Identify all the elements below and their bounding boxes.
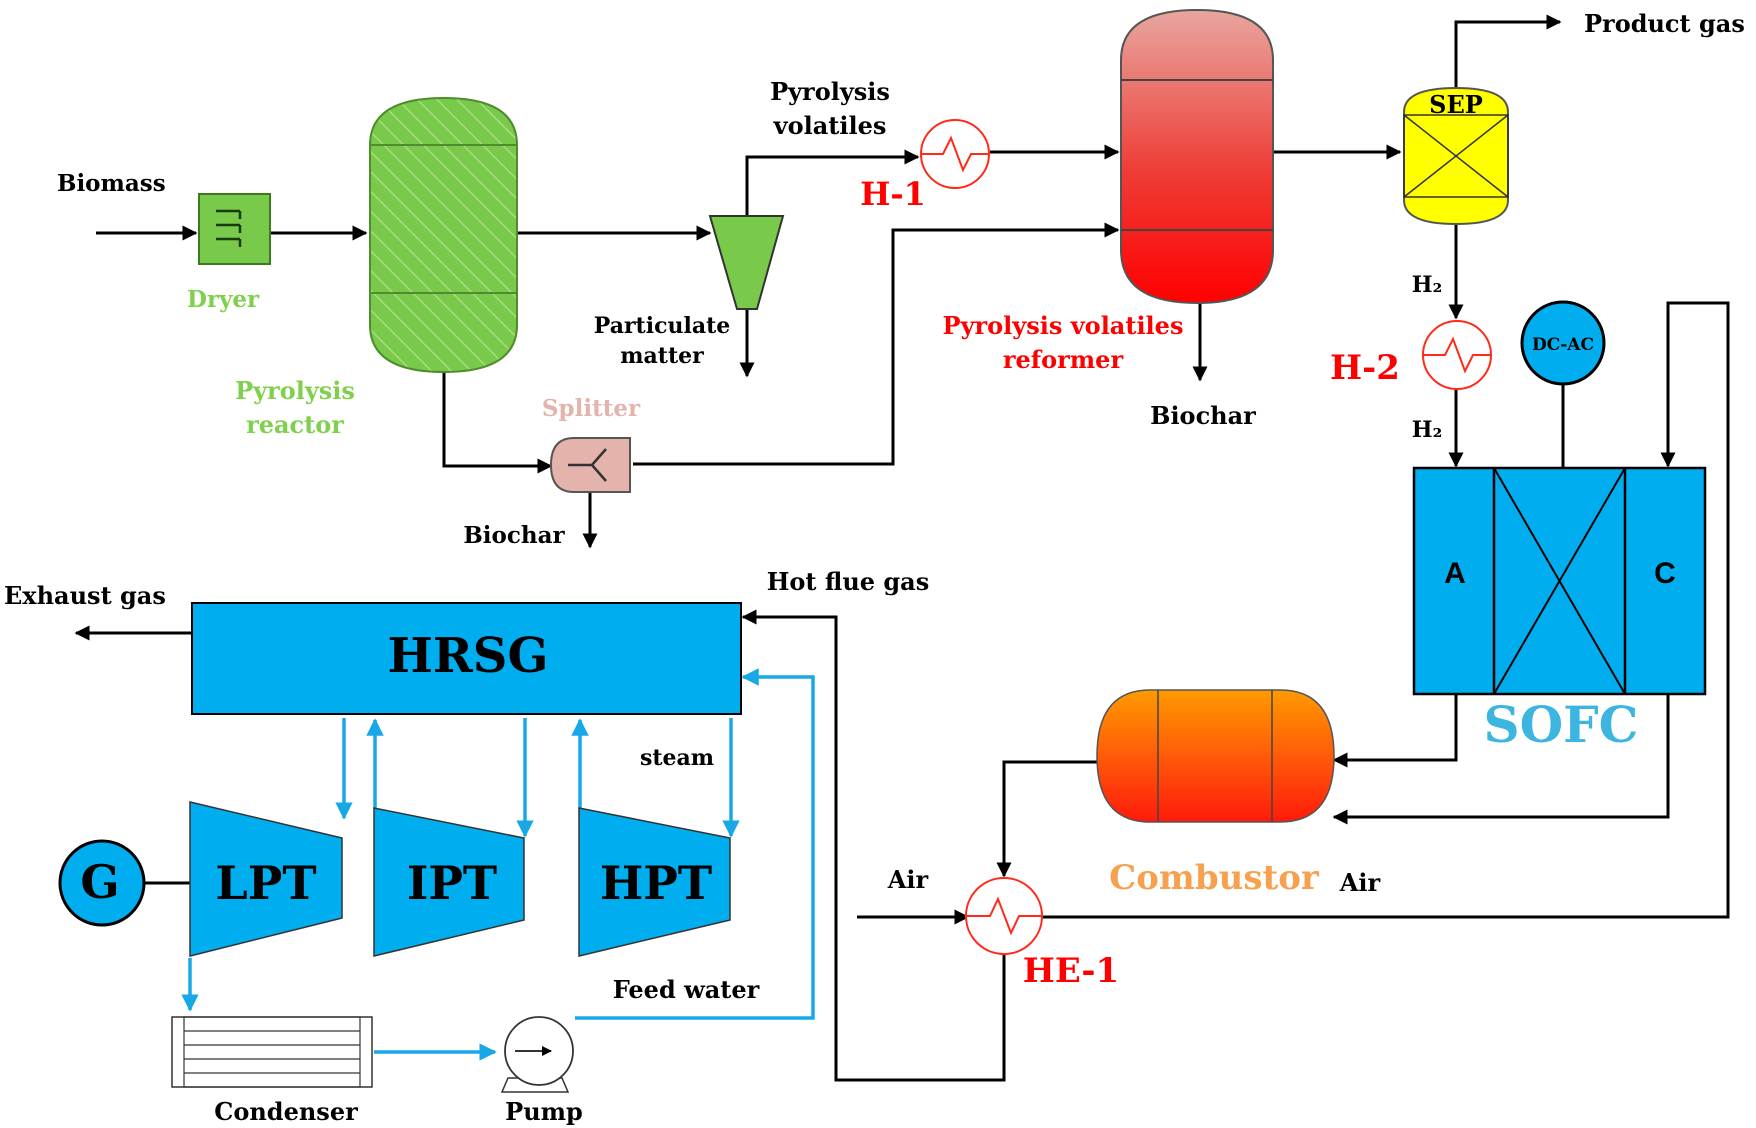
- line-hot-flue-gas: [741, 609, 1006, 1082]
- line-combustor-he1: [996, 760, 1097, 878]
- steam-lines: [181, 668, 815, 1061]
- heat-exchanger-he1[interactable]: [965, 877, 1043, 955]
- label-condenser: Condenser: [214, 1097, 358, 1126]
- label-steam: steam: [640, 745, 714, 771]
- label-air-right: Air: [1339, 868, 1381, 897]
- line-reactor-splitter: [442, 370, 553, 474]
- line-volatiles-h1: [745, 149, 920, 218]
- heater-h1[interactable]: [920, 119, 990, 189]
- pyrolysis-reactor[interactable]: [369, 96, 518, 374]
- label-dryer: Dryer: [187, 286, 260, 313]
- turbine-lpt[interactable]: [189, 801, 343, 957]
- label-air-left: Air: [887, 865, 929, 894]
- label-cathode: C: [1654, 557, 1676, 590]
- line-anode-combustor: [1332, 694, 1458, 768]
- label-exhaust-gas: Exhaust gas: [4, 581, 166, 610]
- label-hpt: HPT: [600, 856, 712, 910]
- label-product-gas: Product gas: [1584, 9, 1745, 38]
- label-particulate-line2: matter: [620, 343, 704, 369]
- label-biomass: Biomass: [57, 170, 166, 197]
- label-pump: Pump: [505, 1097, 583, 1126]
- label-reformer-line2: reformer: [1003, 345, 1124, 374]
- heat-exchanger-icon: [1424, 336, 1490, 374]
- label-pyrolysis-volatiles-line1: Pyrolysis: [770, 77, 890, 106]
- label-h2-top: H₂: [1412, 272, 1442, 298]
- label-h1: H-1: [860, 175, 926, 213]
- generator[interactable]: [58, 839, 146, 927]
- label-pyrolysis-volatiles-line2: volatiles: [773, 111, 887, 140]
- label-biochar-left: Biochar: [463, 522, 565, 549]
- label-combustor: Combustor: [1109, 858, 1320, 898]
- label-h2-heater: H-2: [1330, 348, 1400, 388]
- heat-exchanger-icon: [922, 135, 988, 173]
- label-splitter: Splitter: [542, 395, 641, 422]
- cyclone-separator[interactable]: [708, 215, 785, 310]
- reformer-vessel[interactable]: [1120, 8, 1274, 305]
- line-feed-water: [575, 668, 815, 1020]
- dryer-trays-icon: [216, 209, 242, 247]
- heater-h2[interactable]: [1422, 320, 1492, 390]
- splitter[interactable]: [549, 437, 631, 493]
- label-hot-flue-gas: Hot flue gas: [767, 567, 930, 596]
- label-lpt: LPT: [215, 856, 316, 910]
- line-splitter-reformer: [633, 222, 1120, 466]
- turbine-ipt[interactable]: [373, 807, 525, 957]
- dc-ac-inverter[interactable]: [1520, 300, 1606, 386]
- condenser[interactable]: [171, 1016, 373, 1088]
- hrsg[interactable]: [191, 602, 742, 715]
- line-air-cathode: [1033, 301, 1730, 919]
- labels: Biomass Dryer Pyrolysis reactor Pyrolysi…: [4, 9, 1745, 1126]
- line-product-gas: [1454, 14, 1562, 90]
- label-he1: HE-1: [1023, 951, 1119, 991]
- dryer[interactable]: [198, 193, 271, 265]
- heat-exchanger-icon: [967, 896, 1041, 936]
- separator-sep[interactable]: [1403, 86, 1509, 226]
- label-biochar-right: Biochar: [1150, 401, 1256, 430]
- label-sep: SEP: [1429, 90, 1483, 119]
- label-generator: G: [80, 855, 119, 909]
- label-pyrolysis-reactor-line2: reactor: [246, 410, 344, 439]
- label-ipt: IPT: [407, 856, 497, 910]
- line-cathode-combustor: [1332, 694, 1670, 825]
- sofc-stack[interactable]: [1412, 466, 1707, 696]
- label-dcac: DC-AC: [1532, 335, 1594, 355]
- label-reformer-line1: Pyrolysis volatiles: [943, 311, 1184, 340]
- label-h2-bottom: H₂: [1412, 417, 1442, 443]
- label-feed-water: Feed water: [613, 975, 760, 1004]
- label-particulate-line1: Particulate: [594, 313, 730, 339]
- pump[interactable]: [500, 1016, 574, 1093]
- combustor[interactable]: [1096, 689, 1335, 823]
- splitter-icon: [568, 448, 607, 482]
- turbine-hpt[interactable]: [578, 807, 731, 957]
- label-pyrolysis-reactor-line1: Pyrolysis: [235, 376, 355, 405]
- label-sofc: SOFC: [1484, 695, 1639, 754]
- process-lines: [74, 14, 1730, 1082]
- label-anode: A: [1444, 557, 1466, 590]
- label-hrsg: HRSG: [388, 628, 549, 684]
